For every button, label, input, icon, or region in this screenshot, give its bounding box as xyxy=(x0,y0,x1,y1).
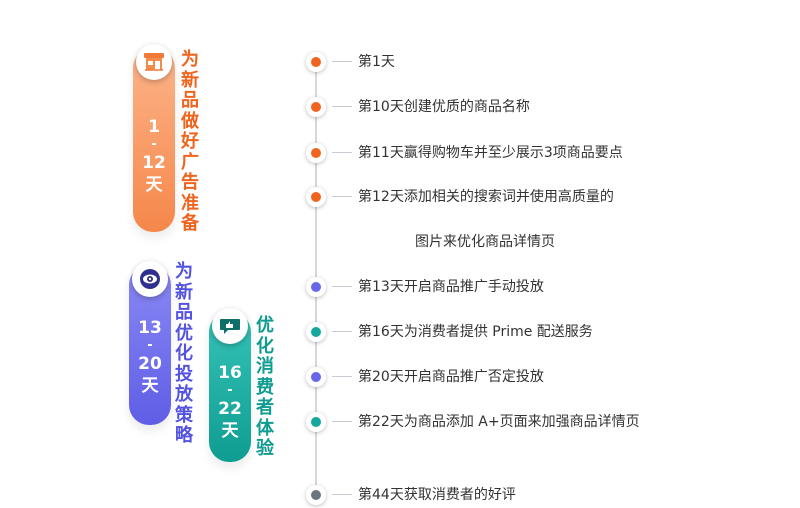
timeline-dot xyxy=(306,412,326,432)
timeline-line xyxy=(315,56,317,496)
timeline-step-text-continuation: 图片来优化商品详情页 xyxy=(415,234,555,250)
phase-day-separator: - xyxy=(151,137,157,152)
phase-pill-strategy: 13 - 20 天 xyxy=(129,261,171,425)
timeline-step-text: 第1天 xyxy=(358,54,395,70)
timeline-connector xyxy=(332,152,352,153)
phase-day-unit: 天 xyxy=(145,175,163,195)
phase-title-experience: 优化消费者体验 xyxy=(256,315,274,459)
phase-day-range: 16 - 22 天 xyxy=(209,362,251,442)
timeline-dot xyxy=(306,187,326,207)
phase-day-from: 13 xyxy=(138,318,162,338)
timeline-dot xyxy=(306,277,326,297)
phase-icon-badge xyxy=(212,308,248,344)
phase-day-separator: - xyxy=(227,383,233,398)
timeline-dot xyxy=(306,143,326,163)
target-eye-icon xyxy=(140,269,160,289)
timeline-connector xyxy=(332,286,352,287)
timeline-step-text: 第13天开启商品推广手动投放 xyxy=(358,279,544,295)
storefront-icon xyxy=(144,53,164,71)
timeline-connector xyxy=(332,494,352,495)
phase-day-to: 20 xyxy=(138,354,162,374)
chat-thumbs-up-icon xyxy=(220,319,240,334)
timeline-step-text: 第16天为消费者提供 Prime 配送服务 xyxy=(358,324,593,340)
phase-day-to: 12 xyxy=(142,153,166,173)
timeline-step-text: 第10天创建优质的商品名称 xyxy=(358,99,530,115)
phase-icon-badge xyxy=(132,261,168,297)
timeline-connector xyxy=(332,196,352,197)
timeline-dot xyxy=(306,485,326,505)
timeline-dot xyxy=(306,367,326,387)
timeline-connector xyxy=(332,61,352,62)
timeline-step-text: 第20天开启商品推广否定投放 xyxy=(358,369,544,385)
phase-icon-badge xyxy=(136,44,172,80)
timeline-connector xyxy=(332,106,352,107)
phase-title-strategy: 为新品优化投放策略 xyxy=(175,261,193,446)
phase-day-from: 16 xyxy=(218,363,242,383)
phase-day-to: 22 xyxy=(218,399,242,419)
timeline-dot xyxy=(306,97,326,117)
phase-pill-prep: 1 - 12 天 xyxy=(133,44,175,232)
timeline-connector xyxy=(332,421,352,422)
phase-day-unit: 天 xyxy=(221,421,239,441)
phase-pill-experience: 16 - 22 天 xyxy=(209,308,251,462)
timeline-connector xyxy=(332,331,352,332)
timeline-step-text: 第11天赢得购物车并至少展示3项商品要点 xyxy=(358,145,623,161)
phase-title-prep: 为新品做好广告准备 xyxy=(181,49,199,234)
timeline-dot xyxy=(306,52,326,72)
phase-day-range: 13 - 20 天 xyxy=(129,317,171,397)
timeline-step-text: 第44天获取消费者的好评 xyxy=(358,487,516,503)
phase-day-range: 1 - 12 天 xyxy=(133,116,175,196)
timeline-step-text: 第12天添加相关的搜索词并使用高质量的 xyxy=(358,189,614,205)
phase-day-unit: 天 xyxy=(141,376,159,396)
phase-day-from: 1 xyxy=(148,117,160,137)
timeline-connector xyxy=(332,376,352,377)
phase-day-separator: - xyxy=(147,338,153,353)
timeline-dot xyxy=(306,322,326,342)
timeline-step-text: 第22天为商品添加 A+页面来加强商品详情页 xyxy=(358,414,640,430)
